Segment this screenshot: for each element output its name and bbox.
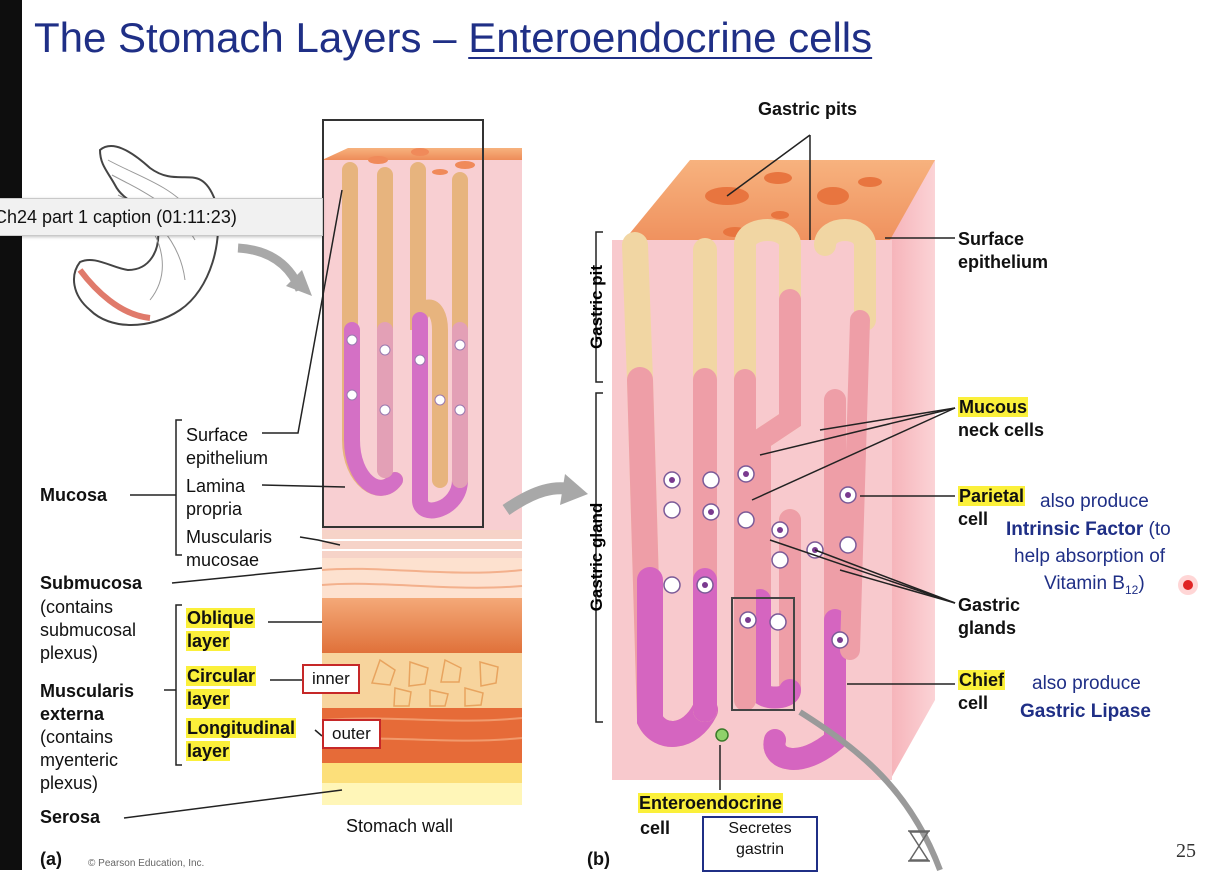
panel-b-marker: (b) xyxy=(587,849,610,869)
copyright-text: © Pearson Education, Inc. xyxy=(88,858,205,869)
secretes-gastrin-box: Secretes gastrin xyxy=(702,816,818,872)
leader-lines-a xyxy=(123,189,346,819)
gastric-gland-label: Gastric gland xyxy=(587,503,606,612)
arrowhead-icon xyxy=(286,270,312,296)
zoom-curve xyxy=(798,709,943,872)
parietal-note-line3: help absorption of xyxy=(1014,546,1166,567)
chief-note-line1: also produce xyxy=(1032,673,1141,694)
enteroendocrine-cell-label: cell xyxy=(640,818,671,838)
leader-lines-b xyxy=(595,134,956,790)
enteroendocrine-label: Enteroendocrine xyxy=(638,793,784,813)
hourglass-icon xyxy=(908,830,930,862)
muscularis-externa-label: Muscularis externa xyxy=(40,681,135,724)
inner-box: inner xyxy=(302,664,360,694)
parietal-note-line4: Vitamin B12) xyxy=(1044,573,1145,597)
gastric-glands-label: Gastric glands xyxy=(958,595,1021,638)
mucous-neck-cells-label: Mucous neck cells xyxy=(958,397,1045,440)
mucosa-label: Mucosa xyxy=(40,485,108,505)
surface-epithelium-b-label: Surface epithelium xyxy=(958,229,1049,272)
detail-frame xyxy=(731,597,795,711)
circular-layer-label: Circular layer xyxy=(186,666,257,709)
parietal-note-line1: also produce xyxy=(1040,491,1149,512)
parietal-cell-label: Parietal cell xyxy=(958,486,1026,529)
submucosa-note: (contains submucosal plexus) xyxy=(40,597,137,663)
zoom-frame xyxy=(322,119,484,528)
page-number: 25 xyxy=(1176,840,1196,862)
parietal-note-line2: Intrinsic Factor (to xyxy=(1006,519,1171,540)
caption-chip[interactable]: Ch24 part 1 caption (01:11:23) xyxy=(0,198,323,236)
stomach-wall-block xyxy=(321,148,523,805)
lamina-propria-label: Lamina propria xyxy=(186,476,246,519)
gastric-pit-label: Gastric pit xyxy=(587,265,606,349)
chief-cell-label: Chief cell xyxy=(958,670,1005,713)
stomach-wall-label: Stomach wall xyxy=(346,816,454,836)
oblique-layer-label: Oblique layer xyxy=(186,608,255,651)
submucosa-label: Submucosa xyxy=(40,573,143,593)
longitudinal-layer-label: Longitudinal layer xyxy=(186,718,296,761)
muscularis-externa-note: (contains myenteric plexus) xyxy=(40,727,119,793)
chief-note-line2: Gastric Lipase xyxy=(1020,701,1151,722)
outer-box: outer xyxy=(322,719,381,749)
surface-epithelium-label: Surface epithelium xyxy=(186,425,269,468)
gastric-block xyxy=(612,160,935,780)
title-prefix: The Stomach Layers – xyxy=(34,14,469,61)
serosa-label: Serosa xyxy=(40,807,101,827)
muscularis-mucosae-label: Muscularis mucosae xyxy=(186,527,273,570)
gastric-pits-label: Gastric pits xyxy=(758,99,858,119)
slide-title: The Stomach Layers – Enteroendocrine cel… xyxy=(34,14,872,62)
arrowhead-icon xyxy=(560,474,588,505)
record-dot-icon[interactable] xyxy=(1178,575,1198,595)
panel-a-marker: (a) xyxy=(40,849,62,869)
title-link[interactable]: Enteroendocrine cells xyxy=(468,14,873,61)
